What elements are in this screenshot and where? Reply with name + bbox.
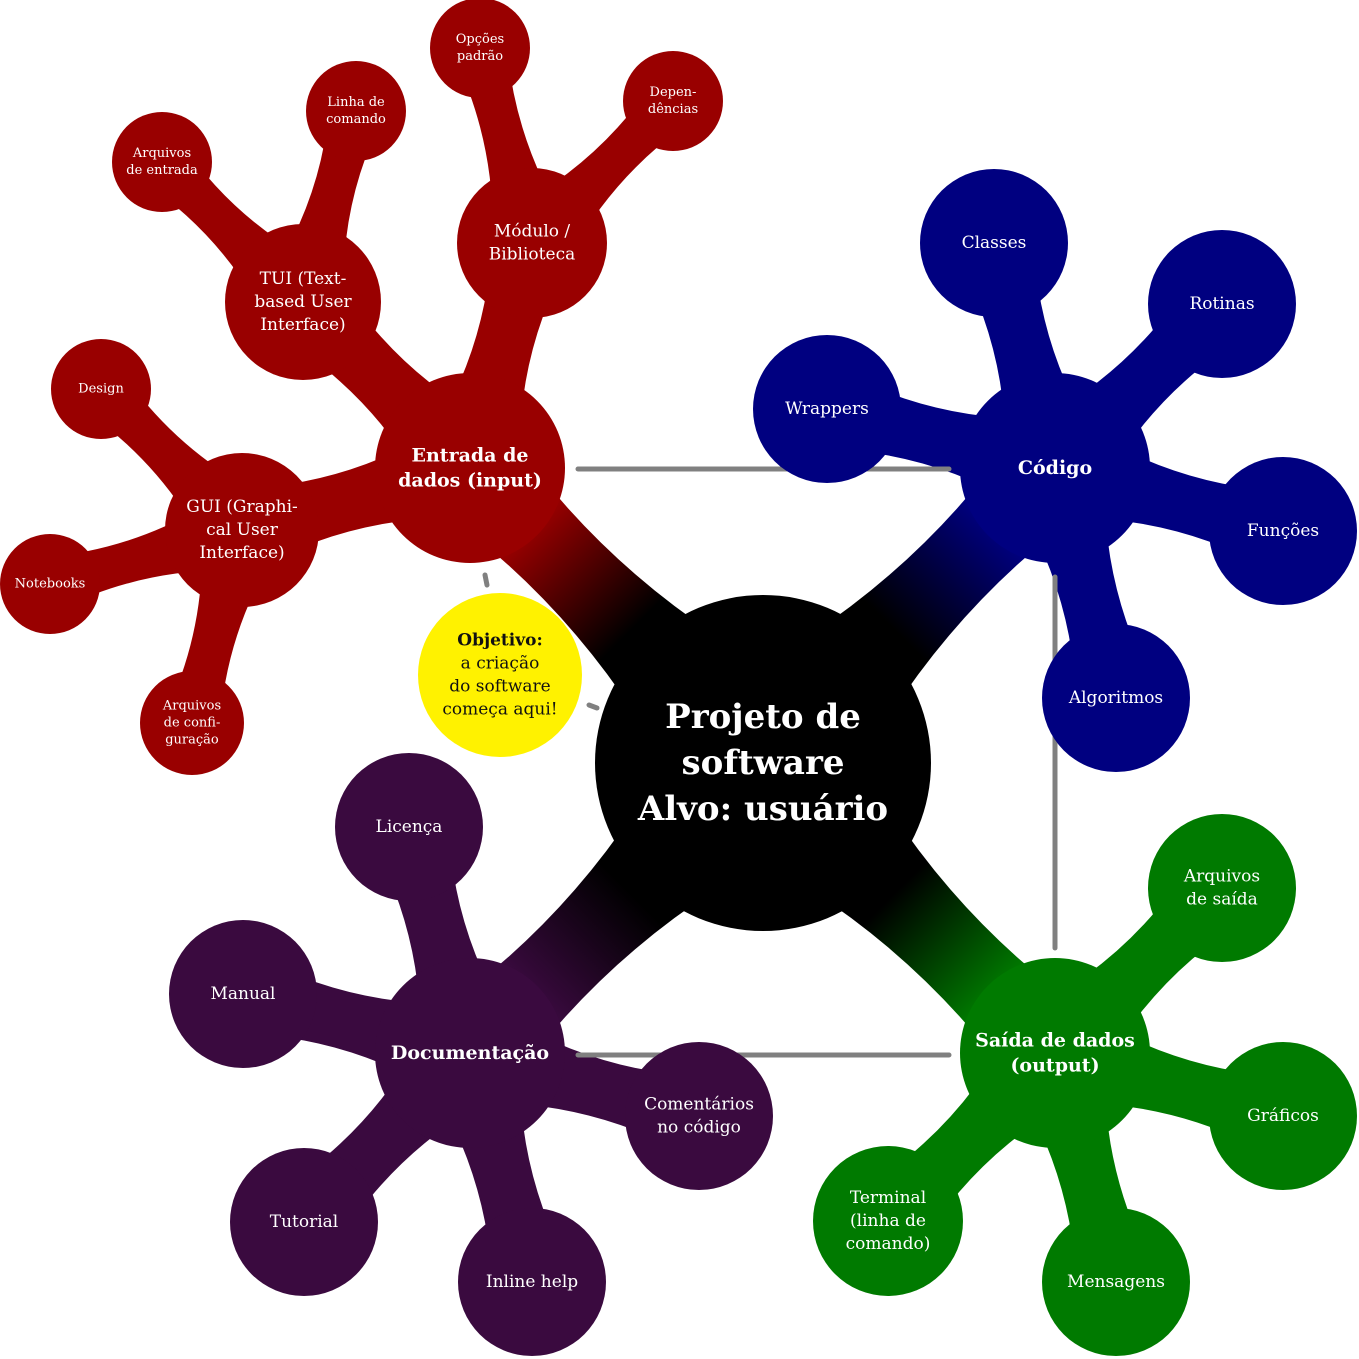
rotinas-label: Rotinas [1189,294,1254,314]
classes-label: Classes [962,233,1027,253]
tui-node [225,224,381,380]
terminal-label: comando) [846,1234,931,1254]
manual-node [169,920,317,1068]
linha-comando-node [306,61,406,161]
saida-concept-label: (output) [1010,1055,1099,1077]
inline-help-node [458,1208,606,1356]
arquivos-entrada-label: de entrada [126,163,198,178]
terminal-label: Terminal [850,1188,926,1208]
mensagens-node [1042,1208,1190,1356]
documentacao-concept-node [375,958,565,1148]
objective-label: Objetivo: [457,631,542,651]
terminal-label: (linha de [850,1211,926,1231]
dependencias-node [623,51,723,151]
licenca-label: Licença [376,817,443,837]
gui-label: GUI (Graphi- [186,497,298,517]
manual-label: Manual [210,984,275,1004]
inline-help-label: Inline help [486,1272,578,1292]
objective-pointer-top [482,572,490,588]
input-concept-label: Entrada de [412,445,529,467]
arquivos-configuracao-node [140,671,244,775]
tutorial-label: Tutorial [270,1212,339,1232]
funcoes-label: Funções [1247,521,1319,541]
mensagens-label: Mensagens [1067,1272,1165,1292]
notebooks-node [0,534,100,634]
algoritmos-node [1042,624,1190,772]
graficos-label: Gráficos [1247,1106,1319,1126]
documentacao-concept-label: Documentação [391,1042,549,1064]
objective-label: começa aqui! [442,700,557,720]
arquivos-configuracao-label: de confi- [164,716,221,731]
terminal-node [813,1146,963,1296]
modulo-node [457,168,607,318]
tutorial-node [230,1148,378,1296]
tui-label: Interface) [260,315,345,335]
codigo-concept-node [960,373,1150,563]
input-concept-label: dados (input) [398,470,542,492]
modulo-label: Módulo / [494,222,571,242]
design-node [51,339,151,439]
arquivos-saida-label: Arquivos [1183,867,1260,887]
design-label: Design [78,382,124,397]
opcoes-padrao-label: padrão [457,49,503,64]
arquivos-saida-label: de saída [1186,890,1258,910]
tui-label: based User [254,292,352,312]
objective-node [418,593,582,757]
wrappers-label: Wrappers [785,399,869,419]
modulo-label: Biblioteca [489,245,575,265]
arquivos-entrada-node [112,112,212,212]
saida-concept-label: Saída de dados [975,1030,1135,1052]
arquivos-saida-node [1148,814,1296,962]
gui-label: cal User [206,520,279,540]
objective-label: a criação [461,654,540,674]
wrappers-node [753,335,901,483]
dependencias-label: Depen- [650,85,697,100]
classes-node [920,169,1068,317]
algoritmos-label: Algoritmos [1068,688,1163,708]
center-label: Alvo: usuário [637,789,888,829]
comentarios-label: no código [657,1118,741,1138]
center-node [595,595,931,931]
gui-node [165,453,319,607]
objective-label: do software [449,677,550,697]
input-concept-node [375,373,565,563]
notebooks-label: Notebooks [15,577,86,592]
objective-pointer-right [586,702,600,711]
graficos-node [1209,1042,1357,1190]
comentarios-node [625,1042,773,1190]
comentarios-label: Comentários [644,1095,754,1115]
codigo-concept-label: Código [1018,457,1092,479]
gui-label: Interface) [199,543,284,563]
rotinas-node [1148,230,1296,378]
opcoes-padrao-label: Opções [456,32,504,47]
dependencias-label: dências [648,102,698,117]
arquivos-configuracao-label: guração [165,733,219,748]
arquivos-configuracao-label: Arquivos [162,699,221,714]
center-label: Projeto de [665,697,861,737]
opcoes-padrao-node [430,0,530,98]
licenca-node [335,753,483,901]
saida-concept-node [960,958,1150,1148]
linha-comando-label: comando [326,112,386,127]
tui-label: TUI (Text- [260,269,347,289]
arquivos-entrada-label: Arquivos [132,146,191,161]
funcoes-node [1209,457,1357,605]
linha-comando-label: Linha de [327,95,385,110]
center-label: software [682,743,845,783]
